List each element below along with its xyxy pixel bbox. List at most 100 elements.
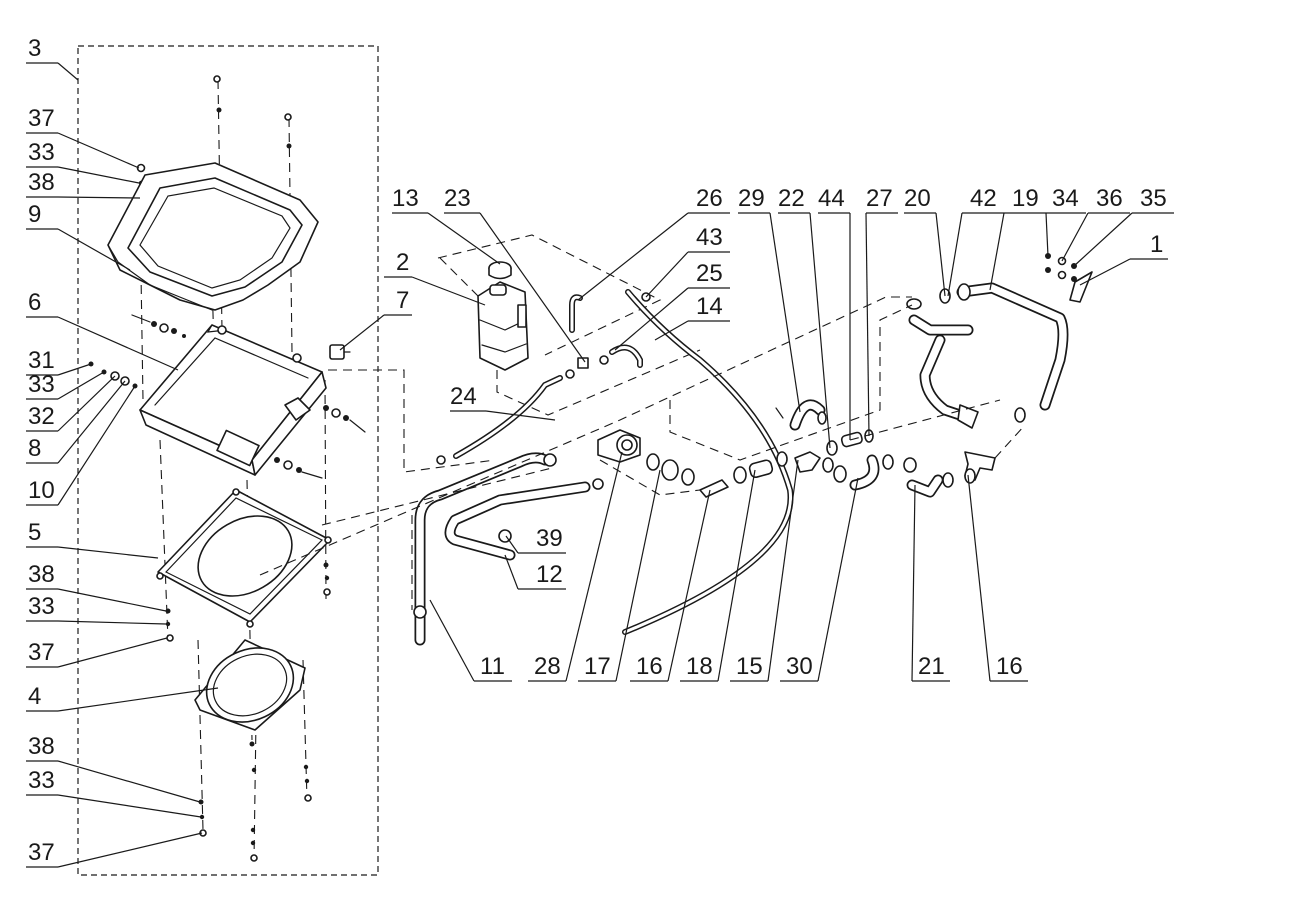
fan-frame-5 [156, 488, 332, 628]
callout-leader [1079, 258, 1131, 286]
bolt-stack-right-lower [274, 457, 323, 479]
callout-c11: 11 [429, 599, 512, 682]
bracket-1 [1045, 253, 1093, 303]
tank-group-dashed [437, 234, 662, 356]
callout-c33b: 33 [26, 371, 105, 400]
bolt-stack-lower-left [165, 608, 174, 642]
callout-leader [57, 832, 203, 868]
connector-chain [646, 451, 847, 498]
expansion-tank-2 [477, 281, 529, 371]
callout-label: 8 [28, 435, 41, 462]
callout-label: 33 [28, 767, 55, 794]
elbow-21 [906, 472, 954, 498]
callout-label: 29 [738, 185, 765, 212]
callout-c38a: 38 [26, 169, 141, 199]
hose-20 [906, 298, 1026, 429]
callout-label: 16 [996, 653, 1023, 680]
callout-leader [479, 212, 586, 363]
callout-leader [411, 276, 486, 306]
bolt-stack-bottom-right [303, 764, 312, 802]
upper-right-hose-19 [939, 282, 1069, 411]
callout-label: 37 [28, 839, 55, 866]
callout-leader [57, 588, 167, 612]
callout-c5: 5 [26, 519, 159, 559]
callout-leader [57, 371, 105, 400]
callout-c33a: 33 [26, 139, 140, 184]
bolt-stack-bottom-center [249, 741, 258, 862]
callout-c37b: 37 [26, 637, 168, 668]
callout-leader [57, 794, 202, 818]
callout-c16b: 16 [967, 474, 1028, 682]
callout-leader [57, 687, 219, 712]
assembly-3-dashed-box [77, 45, 379, 876]
callout-c28: 28 [528, 451, 623, 682]
callout-c39: 39 [505, 525, 566, 554]
callout-label: 18 [686, 653, 713, 680]
bolt-stack-right [323, 405, 366, 433]
callout-leader [645, 251, 689, 298]
bolt-stack-31-33-32-8-10 [88, 361, 138, 389]
radiator-core-6 [139, 324, 327, 476]
callout-c3: 3 [26, 35, 79, 81]
top-bolt-1 [213, 75, 222, 113]
callout-leader [809, 212, 831, 449]
callout-c29: 29 [738, 185, 801, 413]
callout-leader [505, 535, 519, 554]
callout-label: 37 [28, 105, 55, 132]
lower-hose-11 [413, 452, 557, 646]
callout-label: 30 [786, 653, 813, 680]
callout-label: 33 [28, 371, 55, 398]
callout-leader [485, 410, 556, 421]
tee-16 [964, 424, 1026, 484]
callout-c33c: 33 [26, 593, 167, 625]
callout-c35: 35 [1073, 185, 1174, 267]
callout-c43: 43 [645, 224, 730, 298]
lower-hose-12 [444, 478, 604, 561]
callout-leader [427, 212, 501, 265]
callout-leader [57, 316, 179, 371]
callout-label: 25 [696, 260, 723, 287]
callout-leader [717, 469, 756, 682]
callout-label: 37 [28, 639, 55, 666]
callout-leader [989, 212, 1005, 291]
callout-label: 38 [28, 561, 55, 588]
callout-leader [57, 760, 201, 803]
callout-c30: 30 [780, 477, 859, 682]
top-bolt-2 [284, 113, 292, 149]
upper-fittings-29-22-44-27 [775, 399, 874, 456]
callout-leader [57, 620, 167, 625]
callout-leader [767, 459, 799, 682]
callout-c9: 9 [26, 201, 131, 271]
callout-c44: 44 [818, 185, 851, 440]
callout-leader [935, 212, 946, 297]
callout-leader [1045, 212, 1049, 257]
callout-label: 27 [866, 185, 893, 212]
bolt-stack-side-left [131, 314, 186, 338]
fitting-7 [329, 344, 351, 360]
callout-c10: 10 [26, 385, 136, 506]
callout-label: 2 [396, 249, 409, 276]
callout-leader [614, 287, 689, 351]
callout-c34: 34 [1045, 185, 1086, 257]
callout-c36: 36 [1061, 185, 1130, 262]
callout-leader [817, 477, 859, 682]
callout-label: 39 [536, 525, 563, 552]
callout-leader [1073, 212, 1133, 267]
callout-label: 34 [1052, 185, 1079, 212]
callout-c23: 23 [444, 185, 586, 363]
callout-leader [667, 489, 711, 682]
connection-dashed-lines [259, 296, 1001, 610]
callout-label: 17 [584, 653, 611, 680]
callout-c19: 19 [989, 185, 1046, 291]
callout-label: 24 [450, 383, 477, 410]
callout-label: 16 [636, 653, 663, 680]
callout-leader [57, 375, 116, 432]
callout-label: 6 [28, 289, 41, 316]
callout-label: 14 [696, 293, 723, 320]
hose-24 [436, 375, 563, 465]
callout-leader [769, 212, 801, 413]
callout-label: 11 [480, 653, 505, 680]
callout-label: 1 [1150, 231, 1163, 258]
callout-c8: 8 [26, 380, 126, 464]
callout-label: 38 [28, 733, 55, 760]
